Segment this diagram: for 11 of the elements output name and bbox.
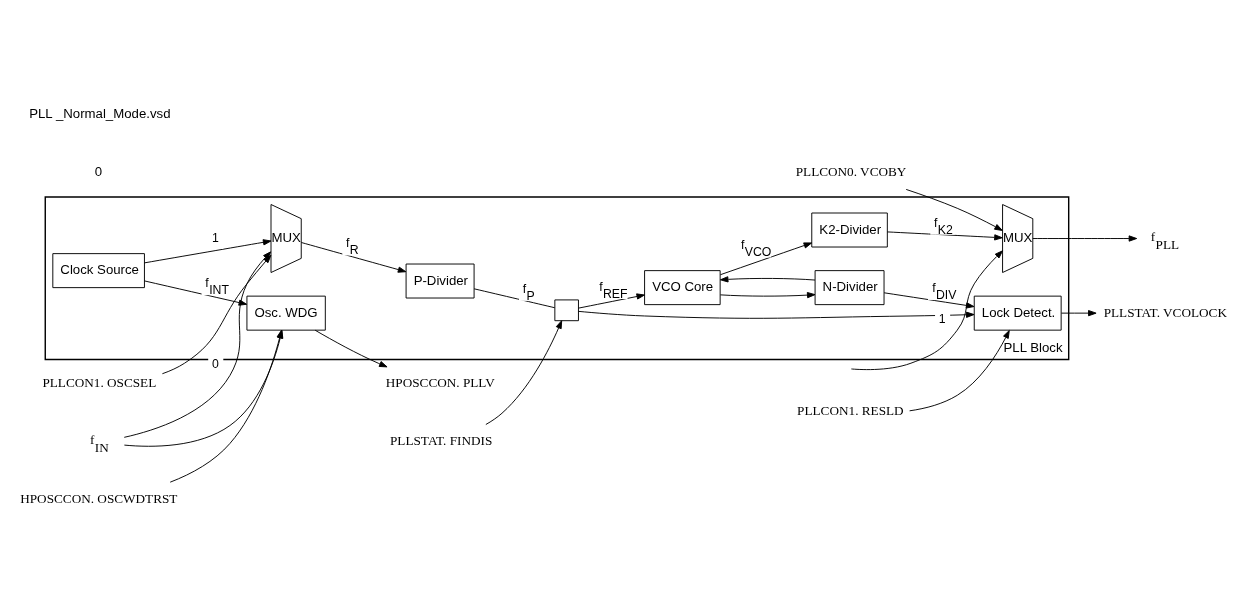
node-text: PLLCON0. VCOBY: [795, 163, 907, 179]
node-text: HPOSCCON. PLLV: [385, 374, 495, 390]
label: 0: [94, 163, 103, 179]
node-text: PLLSTAT. VCOLOCK: [1103, 304, 1227, 320]
edge-label: 1: [938, 311, 946, 326]
node-text: PLLSTAT. FINDIS: [390, 432, 493, 448]
node-text: HPOSCCON. OSCWDTRST: [20, 490, 178, 506]
node-text: PLLCON1. RESLD: [797, 402, 904, 418]
label: PLL _Normal_Mode.vsd: [29, 105, 171, 121]
edge-label: 1: [211, 230, 219, 245]
node-text: PLLCON1. OSCSEL: [42, 374, 157, 390]
